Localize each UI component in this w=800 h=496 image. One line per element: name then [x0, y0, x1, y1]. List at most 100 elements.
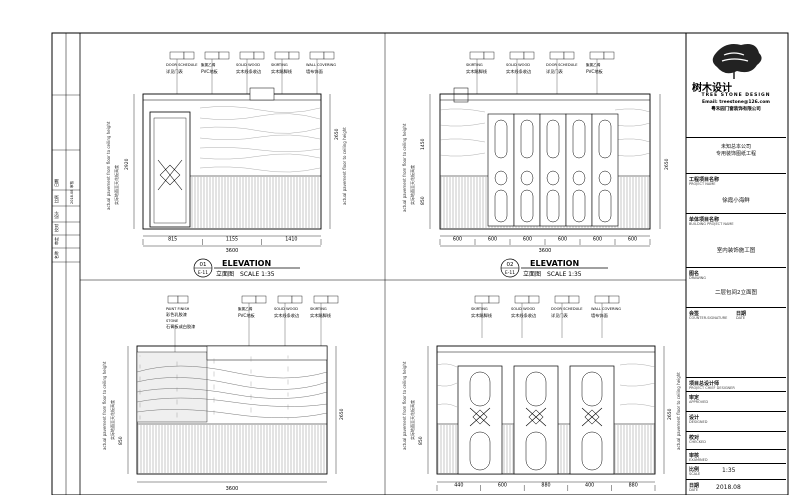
- dimension-label: 1155: [226, 237, 238, 243]
- title-block: 树木设计 TREE STONE DESIGN Email: treestone@…: [686, 33, 786, 495]
- p1-height-right: 2650: [334, 128, 340, 140]
- dimension-label: 600: [628, 237, 637, 243]
- check-label: 校对: [689, 435, 700, 441]
- p4-vnote-3: actual pavement floor to ceiling height: [676, 372, 681, 450]
- p1-num: 01: [200, 262, 207, 268]
- callout-cn: PVC地板: [238, 312, 256, 319]
- callout-en: SOLID WOOD: [511, 307, 535, 311]
- callout-en: DOOR SCHEDULE: [546, 63, 578, 67]
- p2-scale: SCALE 1:35: [547, 271, 582, 278]
- sub-sub: BUILDING PROJECT NAME: [689, 222, 734, 226]
- drawing-value: 二层包间2立面图: [715, 290, 757, 296]
- logo-cn: 树木设计: [692, 81, 732, 93]
- dimension-label: 600: [498, 483, 507, 489]
- chief-label: 项目总设计师: [689, 381, 720, 387]
- callout-cn: 详见门表: [551, 312, 569, 319]
- check-sub: CHECKED: [689, 440, 706, 444]
- callout-en: STONE: [166, 319, 179, 323]
- review-row: 审定 APPROVED: [686, 391, 786, 412]
- p2-height-1: 1450: [420, 138, 426, 150]
- date-sub: DATE: [736, 316, 746, 320]
- p1-vnote-1: actual pavement from floor to ceiling he…: [106, 121, 111, 210]
- drawing-label: 图名: [689, 271, 700, 277]
- callout-en: 聚氯乙烯: [586, 62, 601, 67]
- design-label: 设计: [689, 415, 700, 421]
- chief-row: 项目总设计师 PROJECT CHIEF DESIGNER: [686, 377, 786, 392]
- scale-label: 比例: [689, 467, 700, 473]
- client-sub: PROJECT NAME: [689, 182, 716, 186]
- callout-cn: 详见门表: [166, 68, 184, 75]
- left-strip-value: 2018.08: [70, 190, 74, 204]
- left-strip-value: 审核: [69, 181, 74, 188]
- callout-cn: 详见门表: [546, 68, 564, 75]
- logo-area: 树木设计 TREE STONE DESIGN Email: treestone@…: [686, 33, 786, 113]
- client-row: 工程项目名称 PROJECT NAME 徐霞小海鲜: [686, 173, 786, 214]
- sub-label: 单体项目名称: [689, 217, 720, 223]
- p1-total-dim: 3600: [226, 248, 239, 254]
- p2-title: ELEVATION: [530, 259, 579, 268]
- p1-vnote-3: actual pavement floor to ceiling height: [342, 127, 347, 205]
- dt-sub: DATE: [689, 488, 699, 492]
- chief-sub: PROJECT CHIEF DESIGNER: [689, 386, 735, 390]
- door-panel: [513, 365, 559, 475]
- p1-height-label: 2920: [124, 158, 130, 170]
- p2-height-2: 850: [420, 196, 426, 205]
- folding-door-leaf: [487, 113, 515, 227]
- countersign-row: 会签 COUNTER-SIGNATURE 日期 DATE: [686, 307, 786, 338]
- dimension-label: 815: [168, 237, 177, 243]
- p1-scale: SCALE 1:35: [240, 271, 275, 278]
- folding-door-leaf: [565, 113, 593, 227]
- folding-door-leaf: [539, 113, 567, 227]
- meeting-sub: COUNTER-SIGNATURE: [689, 316, 728, 320]
- callout-en: 聚氯乙烯: [238, 306, 253, 311]
- wood-grain: [199, 106, 321, 173]
- left-strip-label: 名称: [53, 251, 59, 259]
- meeting-label: 会签: [689, 311, 700, 317]
- company-name: 粤禾园门窗装饰有限公司: [711, 107, 761, 112]
- callout-cn: 彩色乳胶漆: [166, 311, 187, 318]
- p2-num: 02: [507, 262, 514, 268]
- audit-sub: EXAMINED: [689, 458, 708, 462]
- callout-cn: 石膏板或白胶漆: [166, 323, 195, 330]
- p3-height-2: 2650: [339, 408, 345, 420]
- date-label: 日期: [736, 311, 747, 317]
- client-value: 徐霞小海鲜: [722, 198, 750, 204]
- p2-vnote-2: 实际地面至天花板高度: [409, 165, 415, 205]
- folding-door-leaf: [591, 113, 619, 227]
- callout-en: SKIRTING: [310, 307, 327, 311]
- left-strip-label: 日期: [53, 179, 59, 187]
- left-strip-label: 校对: [53, 224, 59, 232]
- p3-vnote-2: 实际地面至天花板高度: [109, 400, 115, 440]
- callout-en: SKIRTING: [271, 63, 288, 67]
- check-row: 校对 CHECKED: [686, 431, 786, 450]
- scale-sub: SCALE: [689, 472, 701, 476]
- callout-cn: 墙布饰面: [591, 312, 608, 319]
- callout-cn: PVC地板: [586, 68, 604, 75]
- dimension-label: 600: [523, 237, 532, 243]
- project-value: 未知总本公司 专用装饰图纸工程: [715, 144, 756, 157]
- drawing-sub: DRAWING: [689, 276, 707, 280]
- callout-cn: 墙布饰面: [306, 68, 323, 75]
- p3-height-1: 850: [118, 436, 124, 445]
- audit-label: 审核: [689, 453, 700, 459]
- elevation-panel-03: PAINT FINISH彩色乳胶漆STONE石膏板或白胶漆聚氯乙烯PVC地板SO…: [102, 295, 345, 492]
- dimension-label: 880: [629, 483, 638, 489]
- scale-value: 1:35: [722, 467, 736, 474]
- review-label: 审定: [689, 395, 700, 401]
- dt-value: 2018.08: [716, 484, 741, 491]
- p2-total-dim: 3600: [539, 248, 552, 254]
- door-panel: [569, 365, 615, 475]
- tree-stone-logo: 树木设计: [692, 44, 762, 94]
- p4-height-1: 850: [418, 436, 424, 445]
- project-row: 未知总本公司 专用装饰图纸工程: [686, 137, 786, 174]
- dimension-label: 440: [454, 483, 463, 489]
- callout-en: WALL COVERING: [591, 307, 621, 311]
- audit-row: 审核 EXAMINED: [686, 449, 786, 464]
- sub-project-row: 单体项目名称 BUILDING PROJECT NAME 室内装饰施工图: [686, 213, 786, 268]
- callout-cn: 实木线条收边: [511, 312, 537, 319]
